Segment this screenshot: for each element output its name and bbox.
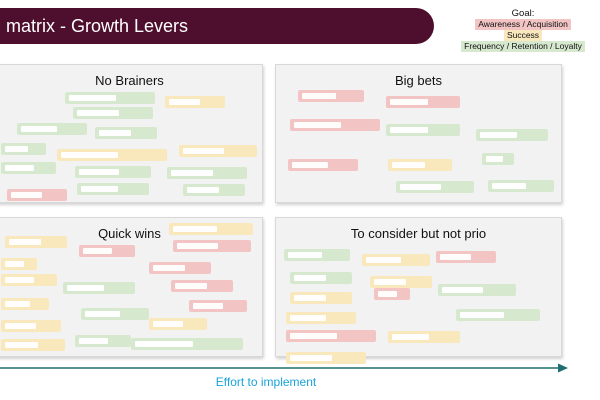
quadrant-title: Quick wins [98, 226, 161, 241]
sticky-note[interactable] [386, 124, 460, 136]
effort-axis-arrow [0, 363, 568, 373]
quadrant-title: To consider but not prio [350, 226, 487, 241]
sticky-note[interactable] [286, 352, 366, 364]
goal-legend-item-awareness: Awareness / Acquisition [475, 19, 571, 30]
sticky-note[interactable] [290, 119, 380, 131]
goal-legend: Goal: Awareness / Acquisition Success Fr… [448, 8, 598, 52]
quadrant-title: Big bets [395, 73, 442, 88]
sticky-note[interactable] [438, 284, 516, 296]
sticky-note[interactable] [1, 320, 61, 332]
sticky-note[interactable] [436, 251, 496, 263]
sticky-note[interactable] [1, 162, 56, 174]
sticky-note[interactable] [1, 339, 65, 351]
quadrant-big-bets: Big bets [275, 64, 562, 203]
page-title: matrix - Growth Levers [6, 15, 189, 36]
sticky-note[interactable] [386, 96, 460, 108]
sticky-note[interactable] [81, 308, 149, 320]
sticky-note[interactable] [1, 274, 57, 286]
quadrant-to-consider: To consider but not prio [275, 217, 562, 364]
sticky-note[interactable] [131, 338, 243, 350]
sticky-note[interactable] [374, 288, 410, 300]
sticky-note[interactable] [77, 183, 149, 195]
sticky-note[interactable] [57, 149, 167, 161]
sticky-note[interactable] [286, 330, 376, 342]
sticky-note[interactable] [183, 184, 245, 196]
sticky-note[interactable] [396, 181, 474, 193]
sticky-note[interactable] [288, 159, 358, 171]
sticky-note[interactable] [167, 167, 247, 179]
sticky-note[interactable] [17, 123, 87, 135]
sticky-note[interactable] [65, 92, 155, 104]
title-banner: matrix - Growth Levers [0, 8, 434, 44]
sticky-note[interactable] [79, 245, 135, 257]
sticky-note[interactable] [362, 254, 430, 266]
sticky-note[interactable] [149, 318, 207, 330]
goal-legend-item-retention: Frequency / Retention / Loyalty [461, 41, 585, 52]
sticky-note[interactable] [476, 129, 548, 141]
sticky-note[interactable] [388, 159, 452, 171]
sticky-note[interactable] [179, 145, 257, 157]
axis-label: Effort to implement [215, 375, 317, 389]
sticky-note[interactable] [173, 240, 251, 252]
sticky-note[interactable] [95, 127, 157, 139]
sticky-note[interactable] [189, 300, 247, 312]
sticky-note[interactable] [169, 223, 253, 235]
sticky-note[interactable] [7, 189, 67, 201]
sticky-note[interactable] [75, 166, 151, 178]
sticky-note[interactable] [5, 236, 67, 248]
sticky-note[interactable] [73, 107, 153, 119]
sticky-note[interactable] [171, 280, 233, 292]
goal-legend-item-success: Success [503, 30, 543, 41]
sticky-note[interactable] [1, 143, 46, 155]
sticky-note[interactable] [290, 292, 352, 304]
sticky-note[interactable] [1, 298, 49, 310]
sticky-note[interactable] [1, 258, 37, 270]
arrow-head-icon [558, 363, 568, 373]
sticky-note[interactable] [75, 335, 131, 347]
sticky-note[interactable] [286, 312, 356, 324]
sticky-note[interactable] [388, 331, 460, 343]
quadrant-quick-wins: Quick wins [0, 217, 263, 357]
quadrant-title: No Brainers [95, 73, 164, 88]
sticky-note[interactable] [63, 282, 135, 294]
sticky-note[interactable] [290, 272, 352, 284]
goal-legend-heading: Goal: [511, 8, 535, 19]
sticky-note[interactable] [482, 153, 514, 165]
sticky-note[interactable] [284, 249, 350, 261]
sticky-note[interactable] [298, 90, 364, 102]
sticky-note[interactable] [370, 276, 432, 288]
sticky-note[interactable] [149, 262, 211, 274]
sticky-note[interactable] [456, 309, 540, 321]
quadrant-no-brainers: No Brainers [0, 64, 263, 203]
sticky-note[interactable] [165, 96, 225, 108]
sticky-note[interactable] [488, 180, 554, 192]
